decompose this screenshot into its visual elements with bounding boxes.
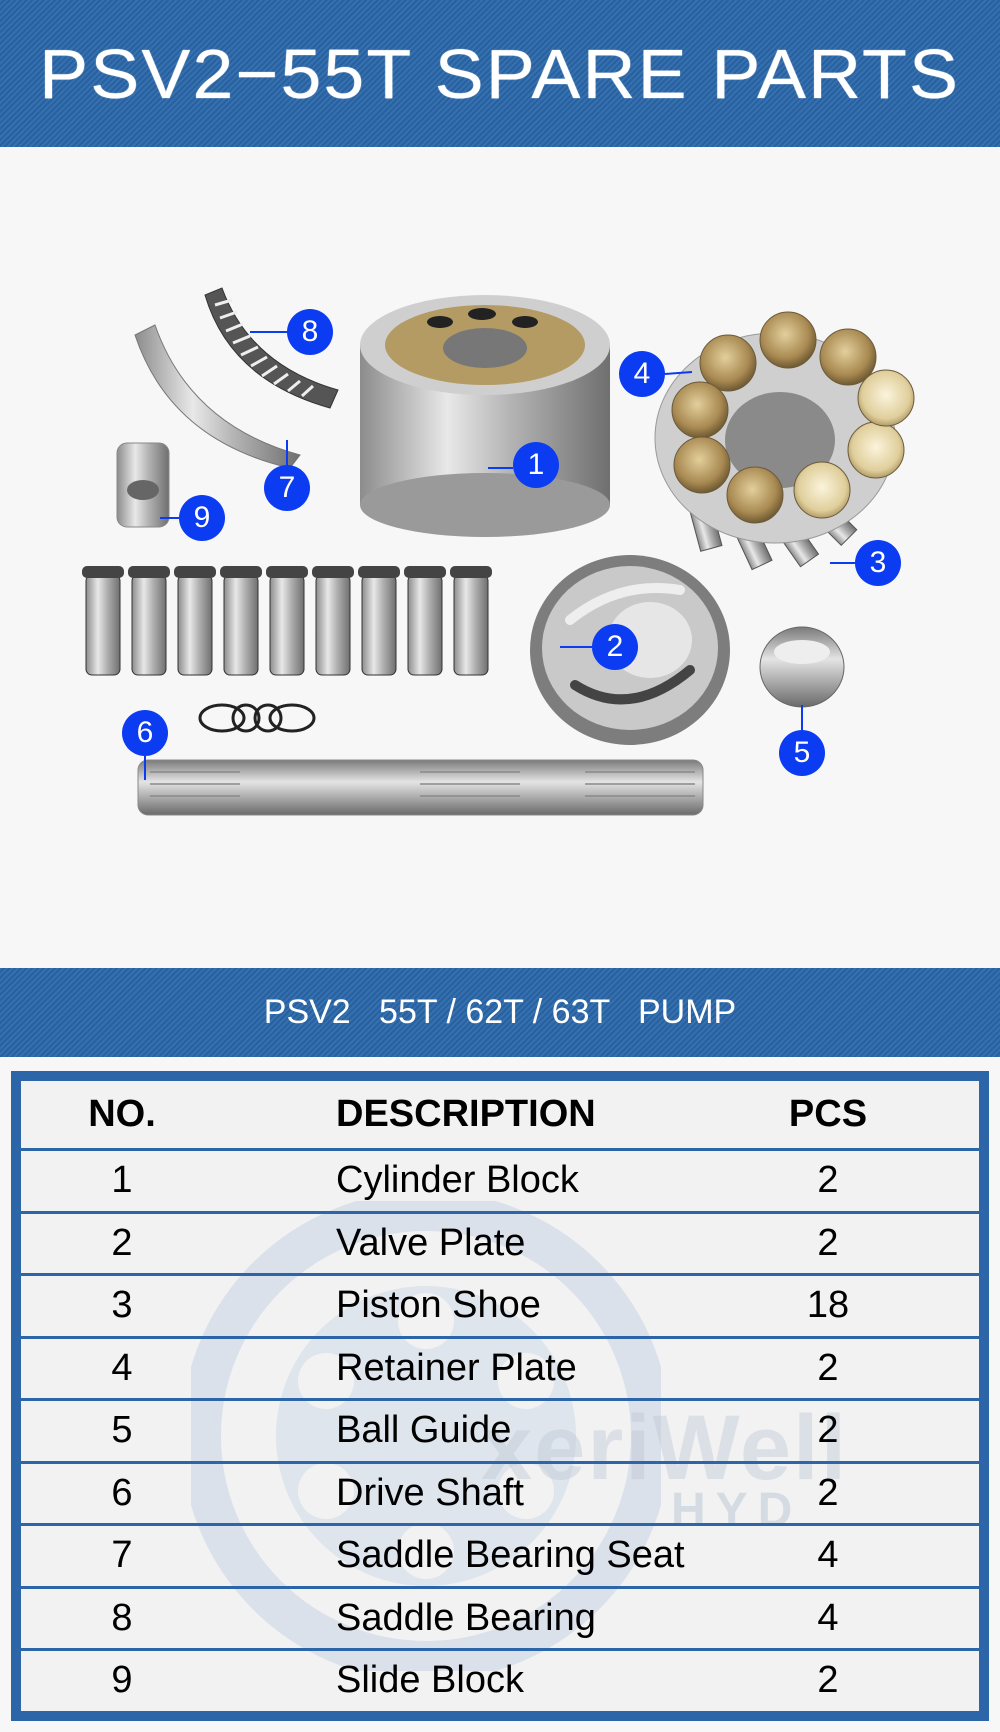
callout-9: 9: [179, 495, 225, 541]
cell-pcs: 4: [817, 1534, 839, 1577]
cell-no: 1: [111, 1159, 133, 1202]
parts-illustration: [82, 287, 915, 816]
cell-no: 2: [111, 1221, 133, 1264]
table-row: 1 Cylinder Block 2: [21, 1151, 979, 1214]
cell-description: Piston Shoe: [336, 1284, 541, 1327]
cell-description: Saddle Bearing: [336, 1596, 596, 1639]
model-subtitle: PSV2 55T / 62T / 63T PUMP: [263, 993, 737, 1031]
cell-no: 6: [111, 1471, 133, 1514]
callout-5: 5: [779, 730, 825, 776]
cell-pcs: 2: [817, 1471, 839, 1514]
cell-pcs: 4: [817, 1596, 839, 1639]
cell-description: Ball Guide: [336, 1409, 512, 1452]
callout-8: 8: [287, 309, 333, 355]
cell-pcs: 2: [817, 1346, 839, 1389]
cell-pcs: 2: [817, 1409, 839, 1452]
title-banner: PSV2−55T SPARE PARTS: [0, 0, 1000, 147]
cell-pcs: 2: [817, 1221, 839, 1264]
table-row: 6 Drive Shaft 2: [21, 1464, 979, 1526]
cell-no: 5: [111, 1409, 133, 1452]
cell-no: 3: [111, 1284, 133, 1327]
page-title: PSV2−55T SPARE PARTS: [39, 34, 961, 113]
table-row: 4 Retainer Plate 2: [21, 1339, 979, 1401]
table-row: 3 Piston Shoe 18: [21, 1276, 979, 1339]
table-row: 5 Ball Guide 2: [21, 1401, 979, 1464]
header-description: DESCRIPTION: [336, 1093, 596, 1135]
table-row: 8 Saddle Bearing 4: [21, 1589, 979, 1651]
cell-no: 9: [111, 1659, 133, 1702]
cell-description: Slide Block: [336, 1659, 524, 1702]
cell-pcs: 18: [806, 1284, 850, 1327]
table-row: 7 Saddle Bearing Seat 4: [21, 1526, 979, 1589]
cell-description: Retainer Plate: [336, 1346, 577, 1389]
callout-7: 7: [264, 465, 310, 511]
cell-no: 7: [111, 1534, 133, 1577]
cell-no: 4: [111, 1346, 133, 1389]
callout-2: 2: [592, 624, 638, 670]
header-no: NO.: [88, 1093, 156, 1135]
parts-table: xeriWell HYD NO. DESCRIPTION PCS 1 Cylin…: [11, 1071, 989, 1721]
table-header-row: NO. DESCRIPTION PCS: [21, 1081, 979, 1151]
callout-3: 3: [855, 540, 901, 586]
cell-no: 8: [111, 1596, 133, 1639]
cell-description: Saddle Bearing Seat: [336, 1534, 685, 1577]
callout-4: 4: [619, 351, 665, 397]
cell-pcs: 2: [817, 1659, 839, 1702]
table-row: 9 Slide Block 2: [21, 1651, 979, 1711]
cell-description: Drive Shaft: [336, 1471, 524, 1514]
callout-1: 1: [513, 442, 559, 488]
cell-pcs: 2: [817, 1159, 839, 1202]
cell-description: Valve Plate: [336, 1221, 526, 1264]
parts-exploded-photo: 1 2 3 4 5 6 7 8 9: [0, 147, 1000, 968]
callout-6: 6: [122, 710, 168, 756]
cell-description: Cylinder Block: [336, 1159, 579, 1202]
table-row: 2 Valve Plate 2: [21, 1214, 979, 1276]
model-banner: PSV2 55T / 62T / 63T PUMP: [0, 968, 1000, 1057]
header-pcs: PCS: [788, 1093, 868, 1135]
